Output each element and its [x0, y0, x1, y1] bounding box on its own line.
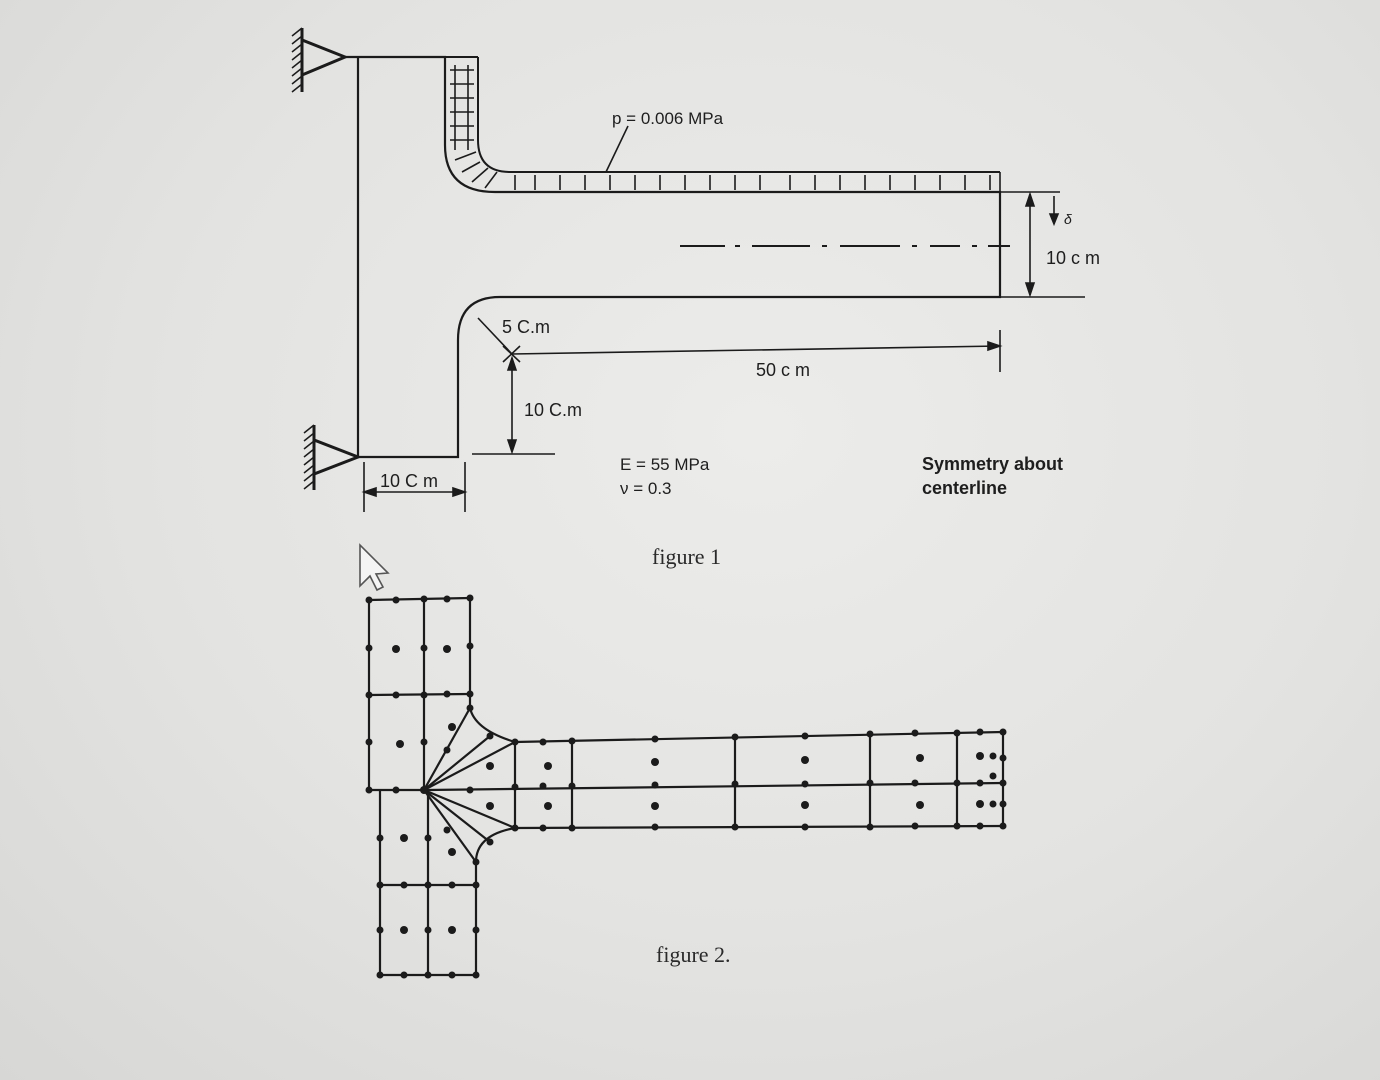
- pressure-arrows-horizontal: [514, 172, 1001, 192]
- poisson-label: ν = 0.3: [620, 479, 672, 498]
- height-dimension: [1000, 191, 1085, 298]
- symmetry-label-line2: centerline: [922, 478, 1007, 498]
- pressure-arrows-vertical: [450, 65, 474, 150]
- mesh-nodes: [365, 594, 1007, 979]
- radius-marker: [477, 317, 521, 363]
- length-dimension-label: 50 c m: [756, 360, 810, 380]
- deflection-symbol: δ: [1064, 211, 1072, 227]
- figure-1-caption: figure 1: [652, 544, 721, 569]
- base-dimension: [361, 462, 468, 512]
- length-dimension: [511, 330, 1003, 372]
- height-dimension-label: 10 c m: [1046, 248, 1100, 268]
- pressure-label: p = 0.006 MPa: [612, 109, 724, 128]
- figure-2-mesh: [367, 596, 1005, 978]
- offset-dimension-label: 10 C.m: [524, 400, 582, 420]
- base-dimension-label: 10 C m: [380, 471, 438, 491]
- figure-1: δ 10 c m p = 0.006 MPa 5 C.m 50 c m: [291, 27, 1100, 569]
- symmetry-label-line1: Symmetry about: [922, 454, 1063, 474]
- modulus-label: E = 55 MPa: [620, 455, 710, 474]
- top-pin-support: [291, 27, 349, 93]
- mouse-cursor-icon: [359, 543, 390, 592]
- pressure-leader-line: [605, 125, 629, 173]
- offset-dimension: [472, 355, 555, 455]
- radius-label: 5 C.m: [502, 317, 550, 337]
- pressure-band-outline: [477, 57, 1000, 173]
- figure-2-caption: figure 2.: [656, 942, 731, 967]
- bottom-pin-support: [303, 424, 363, 490]
- pressure-arrows-curve: [454, 151, 498, 189]
